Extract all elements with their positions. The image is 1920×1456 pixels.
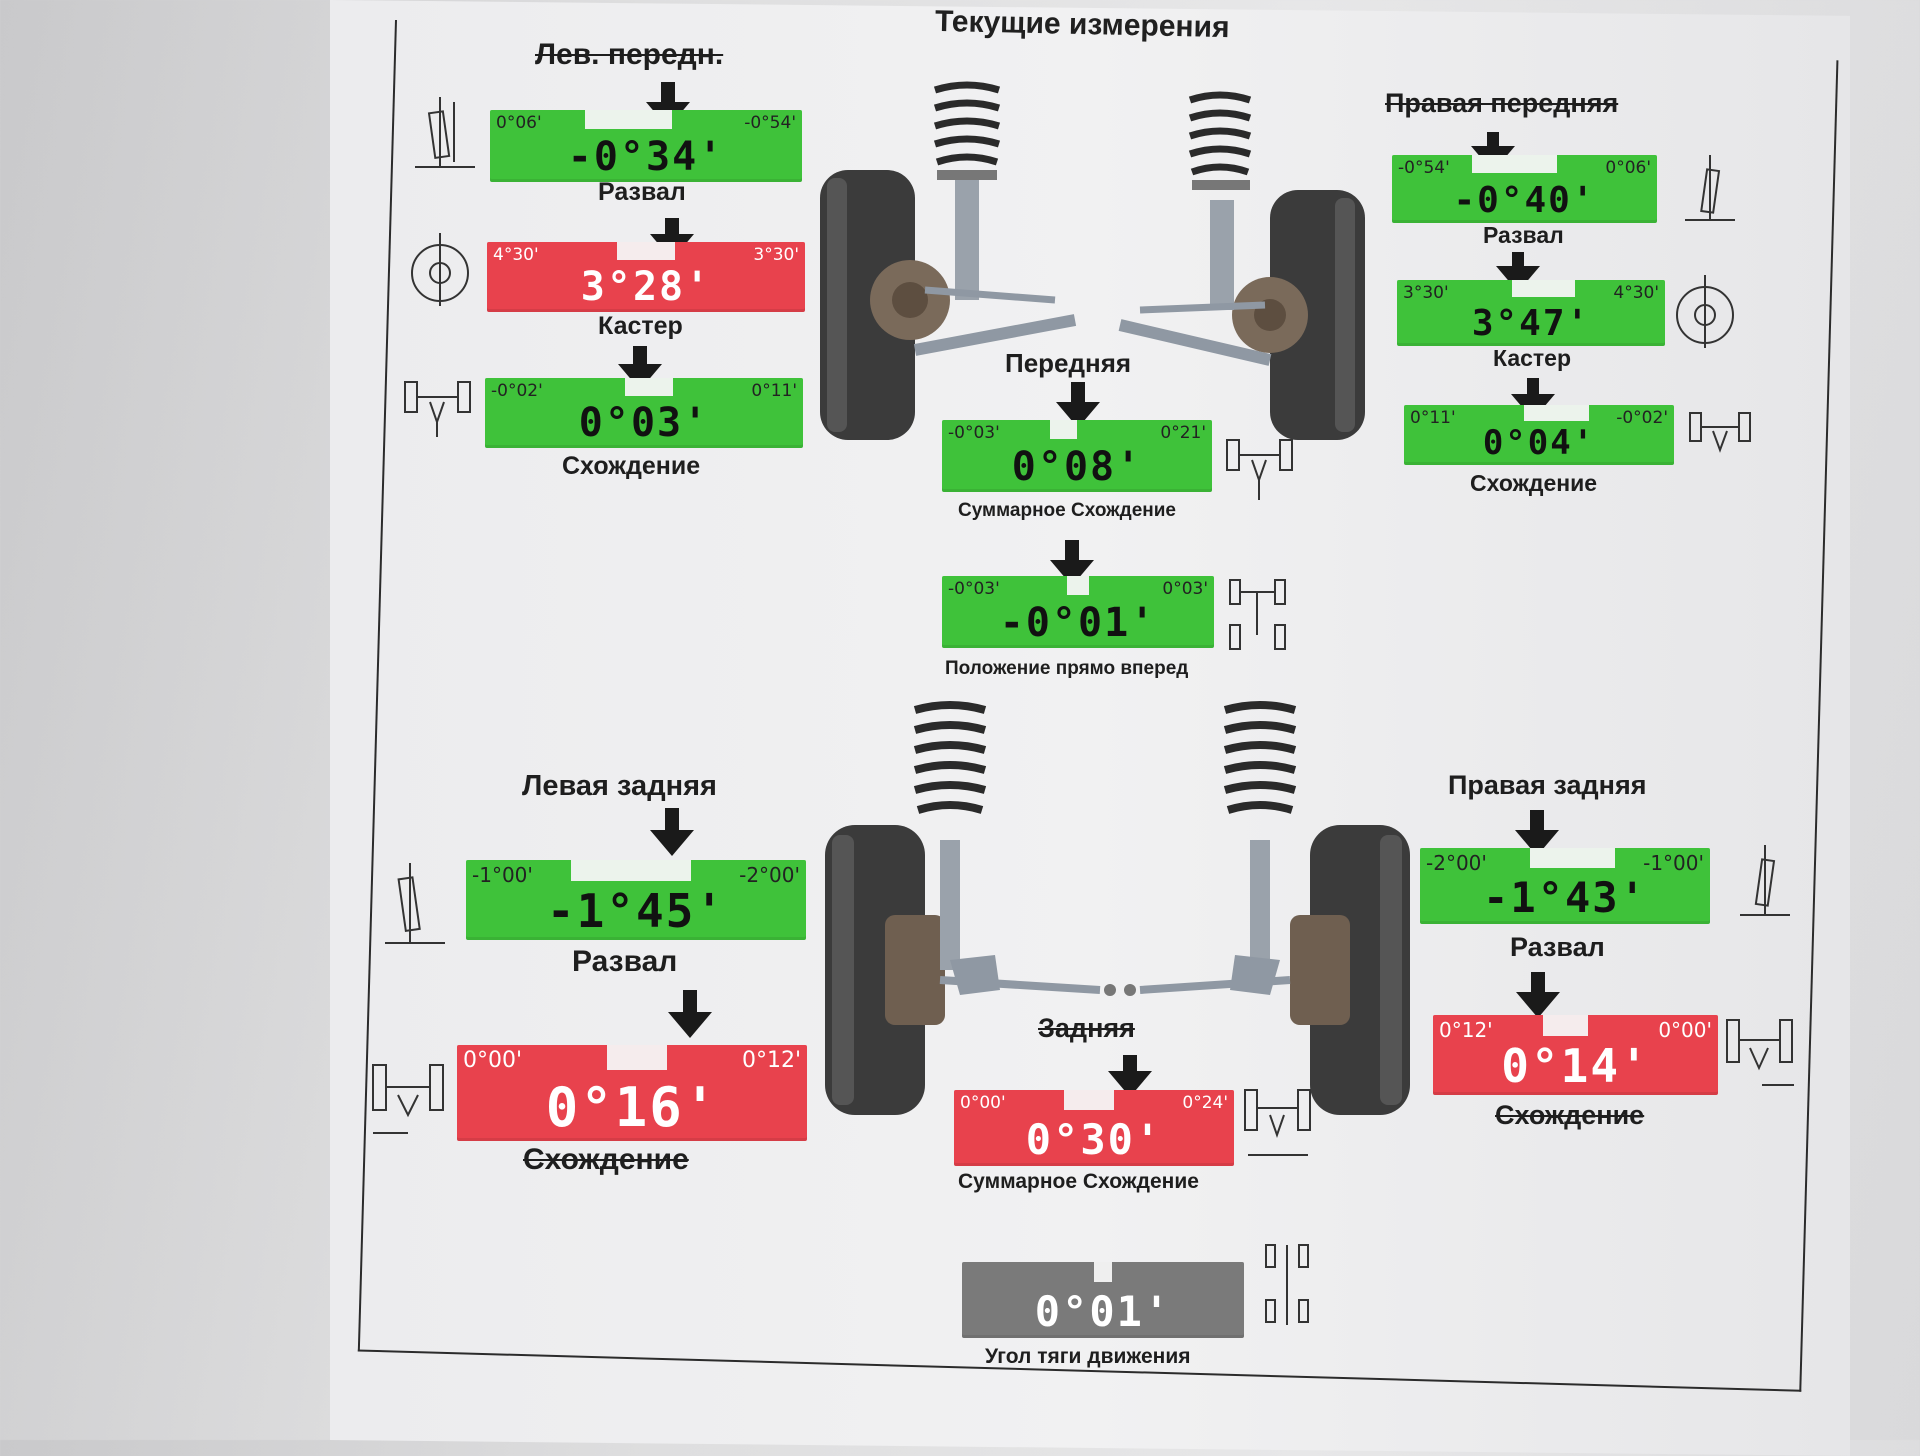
front-right-camber-max: 0°06'	[1605, 158, 1651, 178]
rear-total-toe-min: 0°00'	[960, 1093, 1006, 1113]
rear-right-toe-diagram-icon	[1726, 1019, 1794, 1086]
front-left-caster-min: 4°30'	[493, 245, 539, 265]
front-right-heading: Правая передняя	[1385, 88, 1619, 118]
front-right-toe-label: Схождение	[1470, 470, 1598, 496]
camber-diagram-icon	[415, 97, 475, 168]
front-left-toe-gauge: -0°02' 0°11' 0°03'	[485, 378, 803, 448]
front-right-caster-max: 4°30'	[1613, 283, 1659, 303]
rear-right-camber-gauge: -2°00' -1°00' -1°43'	[1420, 848, 1710, 924]
front-right-camber-min: -0°54'	[1398, 158, 1450, 178]
rear-left-camber-min: -1°00'	[472, 863, 533, 887]
rear-right-camber-diagram-icon	[1740, 845, 1790, 916]
straight-ahead-diagram-icon	[1229, 579, 1286, 650]
rear-total-toe-label: Суммарное Схождение	[958, 1170, 1199, 1193]
rear-right-camber-value: -1°43'	[1483, 873, 1647, 922]
front-right-caster-label: Кастер	[1493, 345, 1572, 371]
thrust-angle-gauge: 0°01'	[962, 1262, 1244, 1338]
front-left-camber-value: -0°34'	[567, 134, 725, 180]
toe-diagram-icon	[404, 381, 471, 437]
rear-right-toe-min: 0°12'	[1439, 1018, 1493, 1042]
front-right-toe-value: 0°04'	[1482, 423, 1596, 463]
front-total-toe-value: 0°08'	[1011, 444, 1143, 490]
rear-right-heading: Правая задняя	[1448, 770, 1647, 800]
front-total-toe-gauge: -0°03' 0°21' 0°08'	[942, 420, 1212, 492]
thrust-angle-diagram-icon	[1265, 1244, 1309, 1325]
right-camber-diagram-icon	[1685, 155, 1735, 221]
front-right-camber-gauge: -0°54' 0°06' -0°40'	[1392, 155, 1657, 223]
rear-total-toe-diagram-icon	[1244, 1089, 1311, 1156]
front-right-camber-label: Развал	[1483, 222, 1564, 248]
rear-total-toe-value: 0°30'	[1025, 1115, 1163, 1164]
total-toe-diagram-icon	[1226, 439, 1293, 500]
rear-right-camber-label: Развал	[1510, 932, 1605, 962]
rear-right-toe-max: 0°00'	[1658, 1018, 1712, 1042]
straight-ahead-label: Положение прямо вперед	[945, 658, 1189, 679]
rear-left-toe-value: 0°16'	[545, 1076, 719, 1139]
rear-left-camber-value: -1°45'	[546, 884, 726, 938]
front-total-toe-max: 0°21'	[1160, 423, 1206, 443]
front-right-caster-value: 3°47'	[1471, 303, 1591, 344]
rear-right-toe-label: Схождение	[1495, 1100, 1645, 1130]
right-caster-diagram-icon	[1676, 275, 1734, 348]
thrust-angle-label: Угол тяги движения	[985, 1345, 1191, 1368]
front-left-toe-max: 0°11'	[751, 381, 797, 401]
rear-left-toe-max: 0°12'	[741, 1048, 801, 1073]
front-axle-heading: Передняя	[1005, 348, 1132, 378]
front-right-toe-min: 0°11'	[1410, 408, 1456, 428]
rear-right-toe-gauge: 0°12' 0°00' 0°14'	[1433, 1015, 1718, 1095]
rear-left-camber-gauge: -1°00' -2°00' -1°45'	[466, 860, 806, 940]
rear-right-camber-min: -2°00'	[1426, 851, 1487, 875]
rear-total-toe-max: 0°24'	[1182, 1093, 1228, 1113]
thrust-angle-value: 0°01'	[1034, 1287, 1172, 1336]
rear-left-toe-gauge: 0°00' 0°12' 0°16'	[457, 1045, 807, 1141]
front-left-toe-value: 0°03'	[578, 400, 710, 446]
caster-diagram-icon	[411, 233, 469, 306]
front-left-camber-label: Развал	[598, 178, 686, 206]
front-right-toe-max: -0°02'	[1616, 408, 1668, 428]
straight-ahead-value: -0°01'	[999, 600, 1157, 646]
rear-total-toe-gauge: 0°00' 0°24' 0°30'	[954, 1090, 1234, 1166]
rear-left-camber-diagram-icon	[385, 863, 445, 944]
front-left-camber-min: 0°06'	[496, 113, 542, 133]
rear-left-camber-max: -2°00'	[739, 863, 800, 887]
front-suspension-illustration	[820, 81, 1365, 440]
rear-suspension-illustration	[825, 701, 1410, 1115]
front-left-caster-max: 3°30'	[753, 245, 799, 265]
front-left-toe-label: Схождение	[562, 452, 701, 480]
front-total-toe-label: Суммарное Схождение	[958, 500, 1176, 521]
rear-axle-heading: Задняя	[1038, 1013, 1135, 1043]
straight-ahead-min: -0°03'	[948, 579, 1000, 599]
rear-right-toe-value: 0°14'	[1501, 1039, 1650, 1093]
front-left-toe-min: -0°02'	[491, 381, 543, 401]
page-title: Текущие измерения	[934, 4, 1230, 45]
straight-ahead-max: 0°03'	[1162, 579, 1208, 599]
front-left-camber-gauge: 0°06' -0°54' -0°34'	[490, 110, 802, 182]
rear-left-toe-label: Схождение	[523, 1143, 689, 1176]
front-total-toe-min: -0°03'	[948, 423, 1000, 443]
front-right-caster-min: 3°30'	[1403, 283, 1449, 303]
rear-left-heading: Левая задняя	[522, 770, 717, 802]
front-right-toe-gauge: 0°11' -0°02' 0°04'	[1404, 405, 1674, 465]
front-left-caster-value: 3°28'	[580, 264, 712, 310]
rear-right-camber-max: -1°00'	[1643, 851, 1704, 875]
front-right-camber-value: -0°40'	[1453, 180, 1596, 221]
front-right-caster-gauge: 3°30' 4°30' 3°47'	[1397, 280, 1665, 346]
rear-left-camber-label: Развал	[572, 945, 678, 978]
front-left-caster-gauge: 4°30' 3°30' 3°28'	[487, 242, 805, 312]
front-left-heading: Лев. передн.	[535, 38, 724, 71]
front-left-camber-max: -0°54'	[744, 113, 796, 133]
right-toe-diagram-icon	[1689, 412, 1751, 453]
straight-ahead-gauge: -0°03' 0°03' -0°01'	[942, 576, 1214, 648]
rear-left-toe-min: 0°00'	[463, 1048, 523, 1073]
front-left-caster-label: Кастер	[598, 312, 683, 340]
rear-left-toe-diagram-icon	[372, 1064, 444, 1134]
